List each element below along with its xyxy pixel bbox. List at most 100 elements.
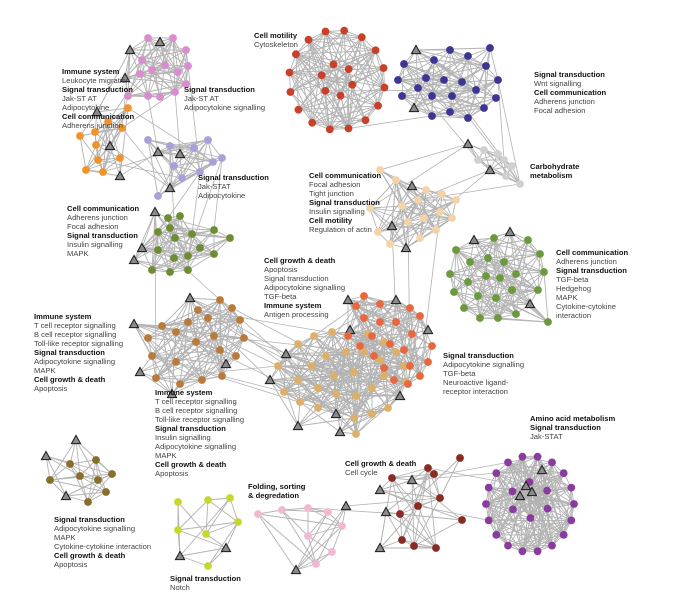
edge [295,54,299,110]
node [508,487,517,496]
edge [311,365,335,377]
edge [243,337,357,397]
edge [175,331,203,381]
node-layer [40,26,578,575]
node [286,88,295,96]
node [436,208,444,216]
edge [389,333,413,345]
label-heading: Cell communication [62,112,135,121]
label-line: Cell cycle [345,468,378,477]
edge [495,472,538,552]
edge [154,211,157,379]
edge [511,239,529,291]
edge [69,463,89,503]
edge [485,503,531,519]
node [184,252,192,260]
node [352,302,360,310]
edge [295,53,326,92]
edge [439,169,491,213]
edge [512,509,523,552]
edge [493,237,497,299]
edge [431,95,451,113]
node [494,76,502,84]
edge [281,509,329,513]
node [328,328,336,336]
node [188,230,196,238]
triangle-node [390,294,402,305]
edge [503,261,531,305]
edge [124,37,149,79]
node [392,176,400,184]
node [464,278,472,286]
edge [49,439,77,481]
edge [179,337,245,385]
edge [331,303,381,333]
edge [369,207,393,227]
node [482,500,490,508]
node [476,314,484,322]
edge [522,534,564,552]
edge [95,144,121,159]
edge [425,77,477,91]
node [322,352,330,360]
edge [403,63,427,79]
edge [449,249,457,275]
label-heading: Signal transduction [534,70,605,79]
node [406,362,414,370]
triangle-node [166,388,178,399]
node [448,92,456,100]
node [232,352,240,360]
label-line: TGF-beta [556,275,589,284]
edge [495,462,509,535]
edge [207,499,239,523]
edge [389,199,419,245]
node [567,483,576,492]
edge [85,144,97,171]
edge [427,467,437,549]
edge [417,183,521,201]
node [376,166,384,174]
edge [298,67,384,111]
edge [473,239,549,323]
label-line: receptor interaction [443,387,509,396]
edge [141,49,187,61]
edge [297,417,355,427]
label-line: Adherens junction [62,121,123,130]
edge [297,343,347,353]
node [352,430,360,438]
label-heading: Signal transduction [443,351,514,360]
edge [151,355,203,381]
edge [403,59,435,65]
edge [348,50,377,129]
node [379,64,388,72]
node [484,483,493,492]
edge [139,73,176,93]
edge [496,456,538,474]
node [190,144,198,152]
edge [295,525,343,571]
label-heading: Cell motility [254,31,298,40]
triangle-node [394,390,406,401]
edge [389,217,453,245]
edge [151,253,215,271]
edge [121,127,171,189]
edge [395,321,421,377]
edge [483,149,521,185]
node [278,506,286,514]
edge [391,467,429,479]
label-line: Adipocytokine signalling [54,524,136,533]
label-line: T cell receptor signalling [155,397,237,406]
node [380,364,388,372]
node [430,56,438,64]
edge [355,351,365,435]
edge [369,207,453,219]
edge [147,331,177,339]
node [356,342,364,350]
triangle-node [374,542,386,553]
edge [181,147,195,179]
edge [391,225,437,231]
edge [485,503,509,546]
node [182,80,190,88]
edge [530,462,553,519]
node [344,332,352,340]
